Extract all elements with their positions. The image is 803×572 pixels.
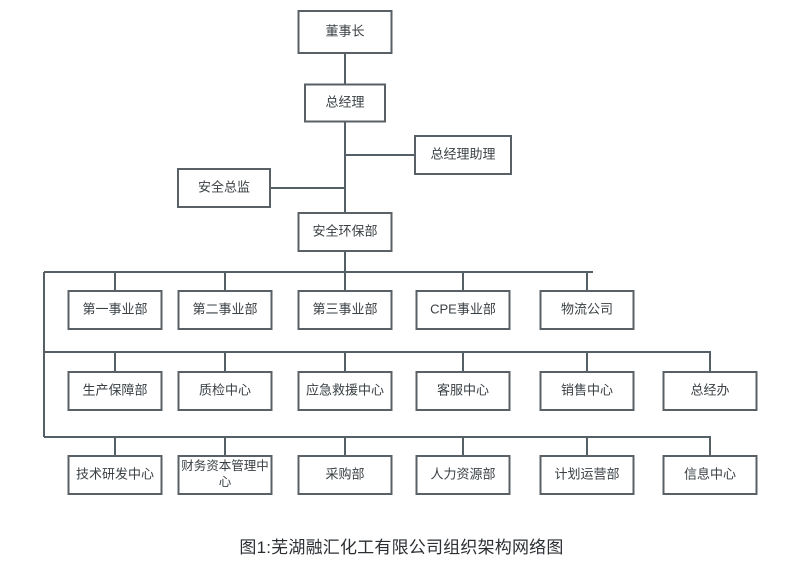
node-box [67,370,163,412]
node-box [177,370,273,412]
node-box [297,454,393,496]
node-box [303,83,387,123]
org-node-f1[interactable]: 技术研发中心 [67,454,163,496]
org-node-n4[interactable]: 安全总监 [176,167,272,209]
node-box [176,167,272,209]
org-node-d2[interactable]: 第二事业部 [177,289,273,331]
org-node-n3[interactable]: 总经理助理 [413,134,513,176]
node-box [177,454,273,496]
org-node-c4[interactable]: 客服中心 [415,370,511,412]
node-box [297,9,393,55]
org-node-f2[interactable]: 财务资本管理中心 [177,454,273,496]
org-node-d3[interactable]: 第三事业部 [297,289,393,331]
org-node-c1[interactable]: 生产保障部 [67,370,163,412]
node-box [67,454,163,496]
org-chart-area: 董事长总经理总经理助理安全总监安全环保部第一事业部第二事业部第三事业部 CPE事业… [43,9,758,496]
node-box [297,289,393,331]
org-node-f5[interactable]: 计划运营部 [539,454,635,496]
org-node-c5[interactable]: 销售中心 [539,370,635,412]
org-node-d1[interactable]: 第一事业部 [67,289,163,331]
node-box [662,370,758,412]
node-box [415,454,511,496]
org-chart-svg: 董事长总经理总经理助理安全总监安全环保部第一事业部第二事业部第三事业部 CPE事业… [43,9,758,496]
org-node-c2[interactable]: 质检中心 [177,370,273,412]
org-node-d4[interactable]: CPE事业部 [415,289,511,331]
node-box [539,289,635,331]
node-box [67,289,163,331]
org-node-n5[interactable]: 安全环保部 [297,211,393,253]
figure-caption: 图1:芜湖融汇化工有限公司组织架构网络图 [239,538,564,557]
org-node-c3[interactable]: 应急救援中心 [297,370,393,412]
org-node-f3[interactable]: 采购部 [297,454,393,496]
org-node-f6[interactable]: 信息中心 [662,454,758,496]
org-node-n2[interactable]: 总经理 [303,83,387,123]
node-box [415,289,511,331]
node-box [413,134,513,176]
node-box [539,370,635,412]
node-box [415,370,511,412]
org-node-d5[interactable]: 物流公司 [539,289,635,331]
node-box [297,370,393,412]
org-node-f4[interactable]: 人力资源部 [415,454,511,496]
org-node-c6[interactable]: 总经办 [662,370,758,412]
node-box [539,454,635,496]
node-box [177,289,273,331]
connector-layer [43,53,711,456]
node-layer: 董事长总经理总经理助理安全总监安全环保部第一事业部第二事业部第三事业部 CPE事业… [67,9,758,496]
org-node-n1[interactable]: 董事长 [297,9,393,55]
node-box [297,211,393,253]
node-box [662,454,758,496]
